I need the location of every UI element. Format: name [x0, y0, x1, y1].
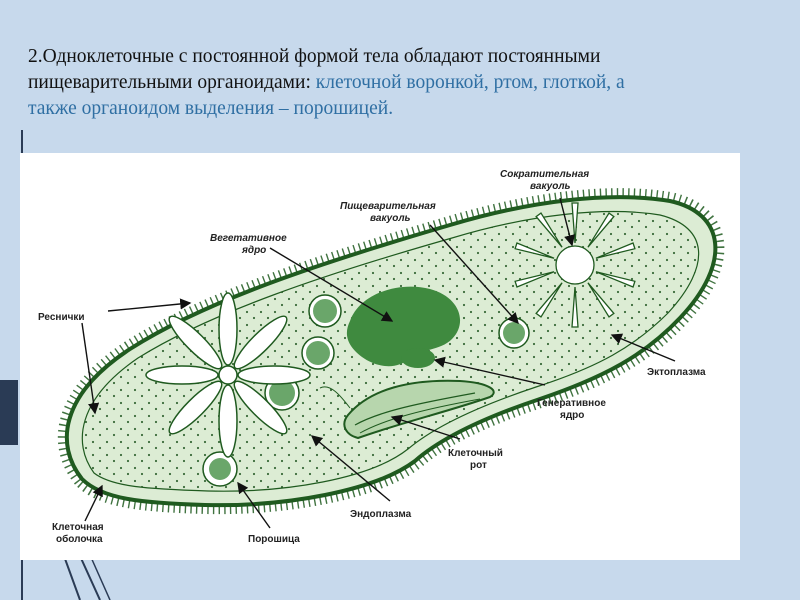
food-vacuoles — [264, 294, 530, 411]
label-digestive-vacuole-line2: вакуоль — [370, 213, 411, 224]
label-vegetative-nucleus-line1: Вегетативное — [210, 233, 287, 244]
heading-line-2-highlight: клеточной воронкой, ртом, глоткой, а — [315, 72, 625, 93]
label-vegetative-nucleus-line2: ядро — [241, 245, 266, 256]
label-cell-mouth-line1: Клеточный — [448, 448, 503, 459]
slide-heading: 2.Одноклеточные с постоянной формой тела… — [28, 44, 778, 122]
paramecium-figure: Сократительная вакуоль Пищеварительная в… — [20, 153, 740, 560]
generative-nucleus-micronucleus — [401, 348, 435, 368]
vegetative-nucleus-macronucleus — [346, 286, 461, 367]
label-anal-pore: Порошица — [248, 534, 300, 545]
label-contractile-vacuole-line1: Сократительная — [500, 169, 589, 180]
contractile-vacuole-left — [145, 292, 311, 458]
label-endoplasm: Эндоплазма — [350, 509, 412, 520]
label-contractile-vacuole-line2: вакуоль — [530, 181, 571, 192]
label-cell-membrane-line1: Клеточная — [52, 522, 104, 533]
paramecium-diagram: Сократительная вакуоль Пищеварительная в… — [38, 169, 725, 545]
leader-arrows — [81, 197, 676, 529]
label-digestive-vacuole-line1: Пищеварительная — [340, 201, 436, 212]
heading-line-3-highlight: также органоидом выделения – порошицей. — [28, 98, 394, 119]
heading-line-2-plain: пищеварительными органоидами: — [28, 72, 316, 93]
label-cilia: Реснички — [38, 312, 85, 323]
label-cell-membrane-line2: оболочка — [56, 533, 103, 545]
label-cell-mouth-line2: рот — [470, 460, 487, 471]
label-generative-nucleus-line1: Генеративное — [537, 398, 606, 409]
label-generative-nucleus-line2: ядро — [560, 410, 584, 421]
heading-line-1: 2.Одноклеточные с постоянной формой тела… — [28, 46, 601, 67]
contractile-vacuole-right — [514, 202, 636, 328]
label-ectoplasm: Эктоплазма — [647, 367, 706, 378]
